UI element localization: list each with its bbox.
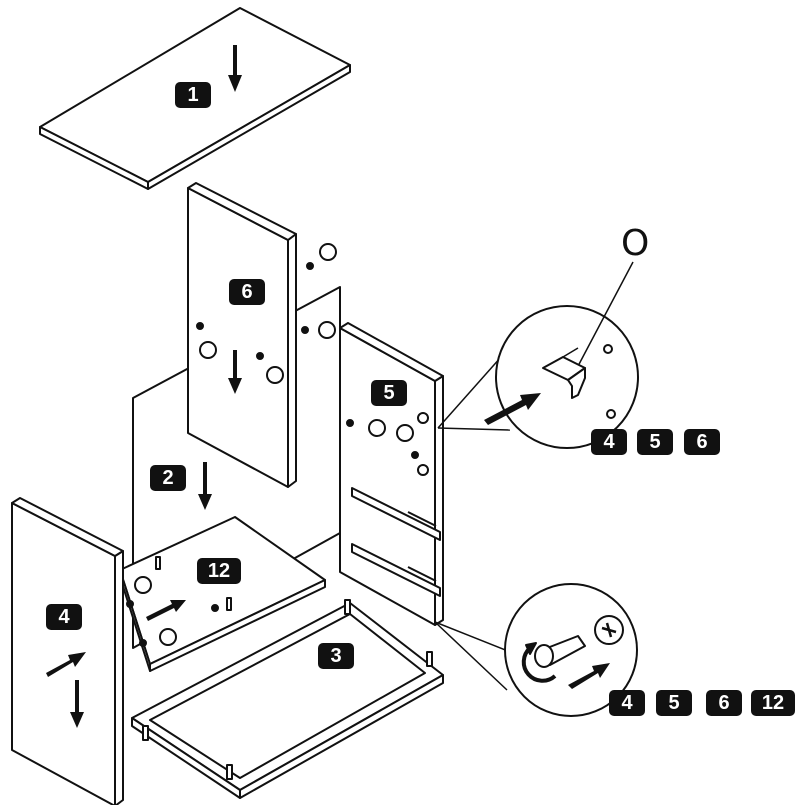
shelf-panel	[119, 516, 326, 672]
part-number-badge: 4	[46, 604, 82, 630]
right-side-panel	[339, 322, 444, 626]
shelf-support-detail	[437, 261, 639, 449]
detail-part-badge: 4	[591, 429, 627, 455]
detail-part-badge: 6	[706, 690, 742, 716]
arrow-icon	[146, 600, 186, 621]
base-frame	[131, 599, 444, 799]
detail-part-badge: 6	[684, 429, 720, 455]
inner-side-panel	[187, 182, 297, 488]
detail-part-badge: 5	[656, 690, 692, 716]
part-number-badge: 1	[175, 82, 211, 108]
left-side-panel	[11, 497, 124, 805]
loose-fittings	[301, 243, 337, 339]
detail-part-badge: 12	[751, 690, 795, 716]
part-number-badge: 6	[229, 279, 265, 305]
down-arrow-icon	[198, 462, 212, 510]
cam-lock-icon	[521, 635, 586, 683]
down-arrow-icon	[228, 45, 242, 92]
arrow-icon	[484, 393, 541, 425]
screwdriver-icon	[594, 615, 624, 645]
part-number-badge: 5	[371, 380, 407, 406]
part-number-badge: 2	[150, 465, 186, 491]
detail-label: O	[621, 223, 650, 264]
cam-lock-detail	[434, 583, 638, 717]
arrow-icon	[568, 663, 610, 689]
part-number-badge: 3	[318, 643, 354, 669]
down-arrow-icon	[228, 350, 242, 394]
part-number-badge: 12	[197, 558, 241, 584]
detail-part-badge: 4	[609, 690, 645, 716]
detail-part-badge: 5	[637, 429, 673, 455]
shelf-support-icon	[542, 347, 586, 399]
arrow-icon	[46, 652, 86, 728]
